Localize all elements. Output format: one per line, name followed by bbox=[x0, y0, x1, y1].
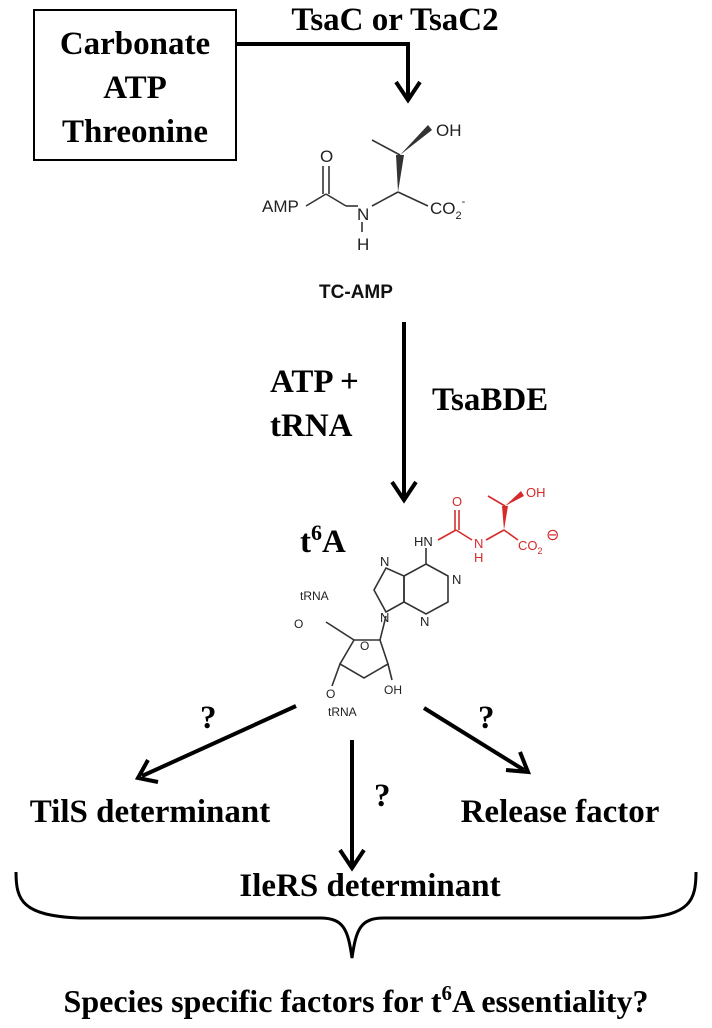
svg-text:CO2: CO2 bbox=[518, 538, 543, 556]
svg-text:O: O bbox=[452, 494, 462, 509]
svg-text:HN: HN bbox=[414, 534, 433, 549]
conclusion-text: Species specific factors for t6A essenti… bbox=[64, 981, 649, 1019]
question-right: ? bbox=[478, 700, 495, 736]
svg-text:N: N bbox=[380, 610, 389, 625]
svg-text:OH: OH bbox=[384, 683, 402, 697]
atom-oh: OH bbox=[436, 121, 462, 140]
atom-o: O bbox=[320, 147, 333, 166]
substrates-box: Carbonate ATP Threonine bbox=[33, 9, 237, 161]
question-middle: ? bbox=[374, 778, 391, 814]
atom-amp: AMP bbox=[262, 197, 299, 216]
substrate-threonine: Threonine bbox=[62, 114, 208, 150]
question-left: ? bbox=[200, 700, 217, 736]
t6a-label: t6A bbox=[300, 520, 346, 560]
atom-co2: CO2- bbox=[430, 196, 466, 222]
step2-cofactor-line2: tRNA bbox=[270, 408, 353, 444]
svg-text:N: N bbox=[452, 572, 461, 587]
tc-amp-label: TC-AMP bbox=[319, 282, 393, 303]
step1-arrow bbox=[236, 42, 422, 104]
svg-text:N: N bbox=[474, 536, 483, 551]
release-factor-label: Release factor bbox=[461, 794, 660, 830]
svg-text:tRNA: tRNA bbox=[328, 705, 357, 719]
svg-text:N: N bbox=[380, 554, 389, 569]
svg-text:O: O bbox=[326, 687, 335, 701]
grouping-brace bbox=[14, 871, 698, 959]
outcome-arrow-left bbox=[134, 704, 297, 784]
svg-text:⊖: ⊖ bbox=[546, 527, 559, 544]
tils-determinant-label: TilS determinant bbox=[30, 794, 271, 830]
svg-text:tRNA: tRNA bbox=[300, 589, 329, 603]
tc-amp-structure: AMP O N H OH CO2- bbox=[262, 121, 466, 254]
svg-text:O: O bbox=[360, 639, 369, 653]
substrate-atp: ATP bbox=[103, 70, 167, 106]
step1-enzyme-label: TsaC or TsaC2 bbox=[291, 2, 498, 38]
atom-h: H bbox=[357, 235, 369, 254]
svg-text:OH: OH bbox=[526, 485, 546, 500]
step2-cofactor-line1: ATP + bbox=[270, 364, 359, 400]
outcome-arrow-middle bbox=[338, 740, 366, 872]
outcome-arrow-right bbox=[422, 706, 532, 775]
svg-text:O: O bbox=[294, 617, 303, 631]
t6a-structure: HN O N H OH CO2 ⊖ N N N N O OH O tRNA bbox=[294, 485, 559, 719]
substrate-carbonate: Carbonate bbox=[60, 26, 210, 62]
ilers-determinant-label: IleRS determinant bbox=[239, 868, 500, 904]
step2-enzyme-label: TsaBDE bbox=[432, 382, 548, 418]
atom-n: N bbox=[357, 205, 369, 224]
svg-text:H: H bbox=[474, 550, 483, 565]
svg-text:N: N bbox=[420, 614, 429, 629]
step2-arrow bbox=[390, 322, 418, 504]
